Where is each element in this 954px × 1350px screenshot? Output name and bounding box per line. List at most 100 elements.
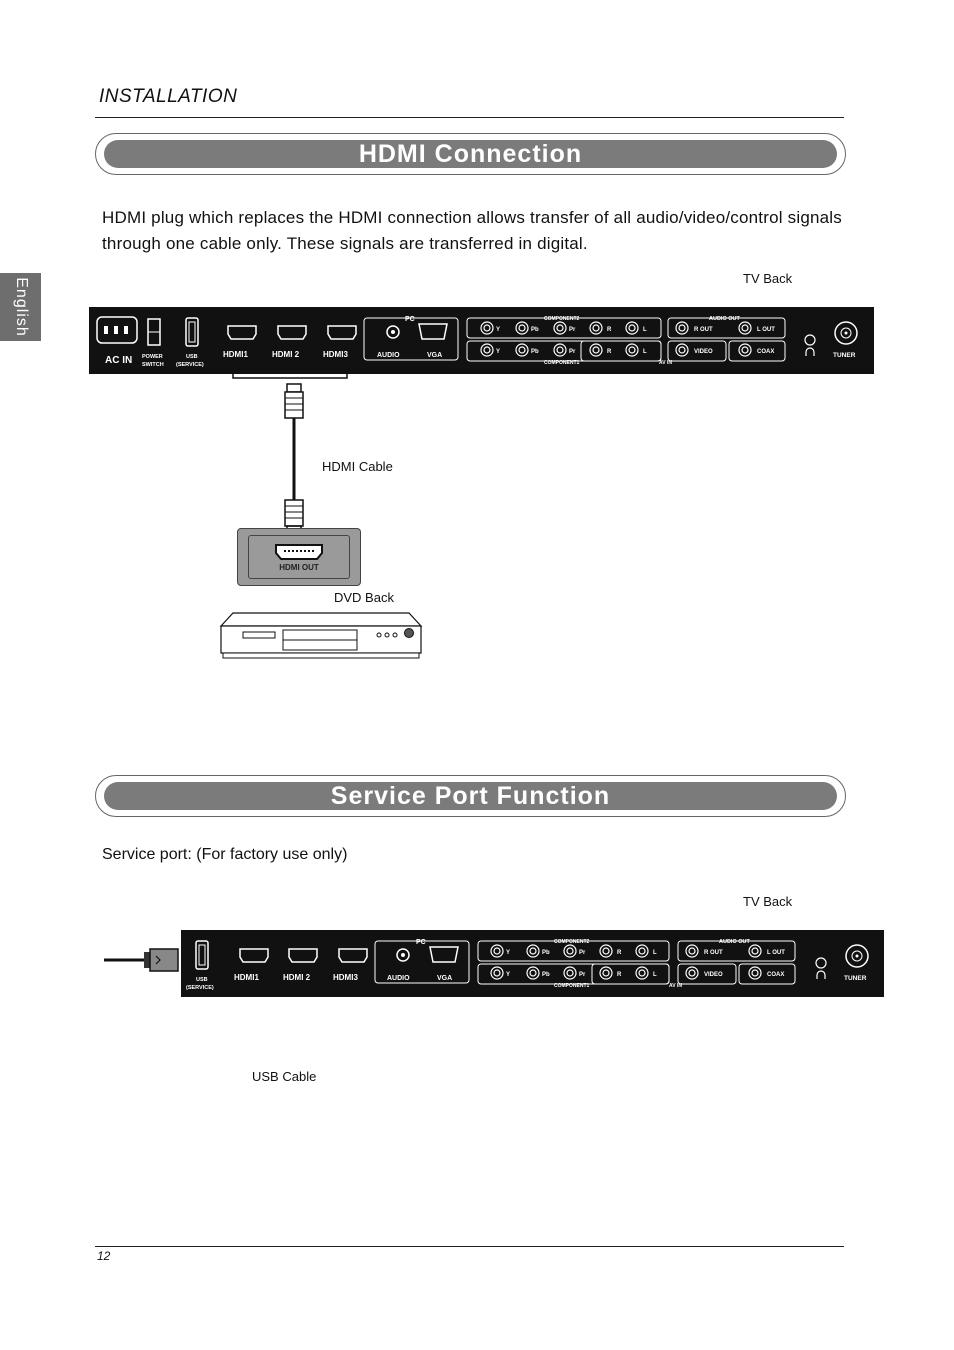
- svg-text:Pb: Pb: [542, 950, 550, 956]
- section-header: INSTALLATION: [99, 86, 238, 107]
- ac-in-socket-icon: [96, 316, 138, 344]
- service-section-title: Service Port Function: [104, 782, 837, 810]
- svg-text:R: R: [617, 972, 622, 978]
- headphone-jack-icon: [804, 334, 816, 346]
- svg-text:(SERVICE): (SERVICE): [186, 985, 214, 991]
- hdmi2-port-icon: [277, 325, 307, 340]
- svg-text:L: L: [653, 950, 657, 956]
- language-tab-label: English: [12, 277, 30, 337]
- svg-text:PC: PC: [405, 316, 415, 323]
- svg-text:USB: USB: [186, 354, 198, 360]
- svg-text:AUDIO OUT: AUDIO OUT: [719, 939, 751, 945]
- svg-text:Y: Y: [506, 950, 510, 956]
- svg-text:AV IN: AV IN: [659, 360, 672, 366]
- svg-text:Y: Y: [506, 972, 510, 978]
- hdmi-out-port-icon: [275, 544, 323, 560]
- svg-text:HDMI 2: HDMI 2: [283, 973, 311, 982]
- svg-text:L OUT: L OUT: [767, 950, 785, 956]
- svg-text:VIDEO: VIDEO: [704, 972, 723, 978]
- svg-text:R OUT: R OUT: [704, 950, 723, 956]
- svg-text:COMPONENT2: COMPONENT2: [554, 939, 590, 945]
- hdmi-cable-icon: [284, 383, 304, 535]
- svg-text:VGA: VGA: [437, 975, 452, 982]
- svg-text:AUDIO: AUDIO: [377, 352, 400, 359]
- pc-audio-jack-icon: [386, 325, 400, 339]
- hdmi1-port-icon: [227, 325, 257, 340]
- svg-text:COMPONENT2: COMPONENT2: [544, 316, 580, 322]
- language-tab: English: [0, 273, 41, 341]
- usb-service-port-icon: [195, 940, 209, 970]
- svg-text:VGA: VGA: [427, 352, 442, 359]
- hdmi3-port-icon: [338, 948, 368, 963]
- tv-back-label-2: TV Back: [743, 894, 793, 909]
- hdmi2-port-icon: [288, 948, 318, 963]
- usb-cable-label: USB Cable: [252, 1069, 317, 1084]
- headphone-icon: [816, 970, 826, 979]
- hdmi-ports-bracket: [232, 372, 348, 379]
- svg-text:Y: Y: [496, 327, 500, 333]
- tv-back-label-1: TV Back: [743, 271, 793, 286]
- hdmi1-port-icon: [239, 948, 269, 963]
- svg-text:HDMI1: HDMI1: [234, 973, 259, 982]
- dvd-hdmi-out-panel: HDMI OUT: [237, 528, 361, 586]
- hdmi-out-label: HDMI OUT: [279, 563, 319, 572]
- svg-text:VIDEO: VIDEO: [694, 349, 713, 355]
- svg-text:Pr: Pr: [569, 327, 576, 333]
- dvd-back-label: DVD Back: [334, 590, 394, 605]
- page-number: 12: [97, 1249, 111, 1263]
- hdmi-description: HDMI plug which replaces the HDMI connec…: [102, 208, 842, 253]
- service-section-banner: Service Port Function: [95, 775, 846, 817]
- vga-port-icon: [418, 323, 448, 340]
- headphone-icon: [805, 347, 815, 356]
- svg-text:L: L: [653, 972, 657, 978]
- tv-back-panel: AC IN POWER SWITCH USB (SERVICE) HDMI1 H…: [89, 307, 874, 374]
- svg-text:AUDIO: AUDIO: [387, 975, 410, 982]
- svg-text:(SERVICE): (SERVICE): [176, 362, 204, 368]
- header-divider: [95, 117, 844, 118]
- svg-text:R: R: [607, 327, 612, 333]
- svg-text:USB: USB: [196, 977, 208, 983]
- svg-text:TUNER: TUNER: [833, 352, 856, 359]
- svg-text:COAX: COAX: [767, 972, 784, 978]
- svg-text:Pr: Pr: [569, 349, 576, 355]
- svg-text:AV IN: AV IN: [669, 983, 682, 989]
- svg-text:R OUT: R OUT: [694, 327, 713, 333]
- svg-text:SWITCH: SWITCH: [142, 362, 164, 368]
- svg-text:R: R: [607, 349, 612, 355]
- svg-text:HDMI1: HDMI1: [223, 350, 248, 359]
- tuner-port-icon: [845, 944, 869, 968]
- svg-text:HDMI 2: HDMI 2: [272, 350, 300, 359]
- svg-text:PC: PC: [416, 939, 426, 946]
- hdmi-section-banner: HDMI Connection: [95, 133, 846, 175]
- tv-back-panel-service: USB (SERVICE) HDMI1 HDMI 2 HDMI3 PC AUDI…: [181, 930, 884, 997]
- svg-text:Y: Y: [496, 349, 500, 355]
- svg-text:Pb: Pb: [542, 972, 550, 978]
- headphone-jack-icon: [815, 957, 827, 969]
- usb-port-icon: [185, 317, 199, 347]
- svg-text:Pb: Pb: [531, 349, 539, 355]
- hdmi3-port-icon: [327, 325, 357, 340]
- dvd-player-icon: [219, 612, 423, 659]
- svg-text:Pr: Pr: [579, 972, 586, 978]
- hdmi-cable-label: HDMI Cable: [322, 459, 393, 474]
- svg-text:L: L: [643, 349, 647, 355]
- svg-text:AC IN: AC IN: [105, 355, 132, 366]
- usb-plug-icon: [104, 948, 179, 972]
- svg-text:COAX: COAX: [757, 349, 774, 355]
- hdmi-section-title: HDMI Connection: [104, 140, 837, 168]
- pc-audio-jack-icon: [396, 948, 410, 962]
- svg-text:POWER: POWER: [142, 354, 163, 360]
- svg-text:HDMI3: HDMI3: [333, 973, 358, 982]
- svg-text:COMPONENT1: COMPONENT1: [544, 360, 580, 366]
- svg-text:COMPONENT1: COMPONENT1: [554, 983, 590, 989]
- footer-divider: [95, 1246, 844, 1247]
- svg-text:AUDIO OUT: AUDIO OUT: [709, 316, 741, 322]
- svg-text:TUNER: TUNER: [844, 975, 867, 982]
- svg-text:HDMI3: HDMI3: [323, 350, 348, 359]
- svg-text:L OUT: L OUT: [757, 327, 775, 333]
- service-description: Service port: (For factory use only): [102, 846, 348, 863]
- svg-text:R: R: [617, 950, 622, 956]
- tuner-port-icon: [834, 321, 858, 345]
- svg-text:Pb: Pb: [531, 327, 539, 333]
- svg-text:L: L: [643, 327, 647, 333]
